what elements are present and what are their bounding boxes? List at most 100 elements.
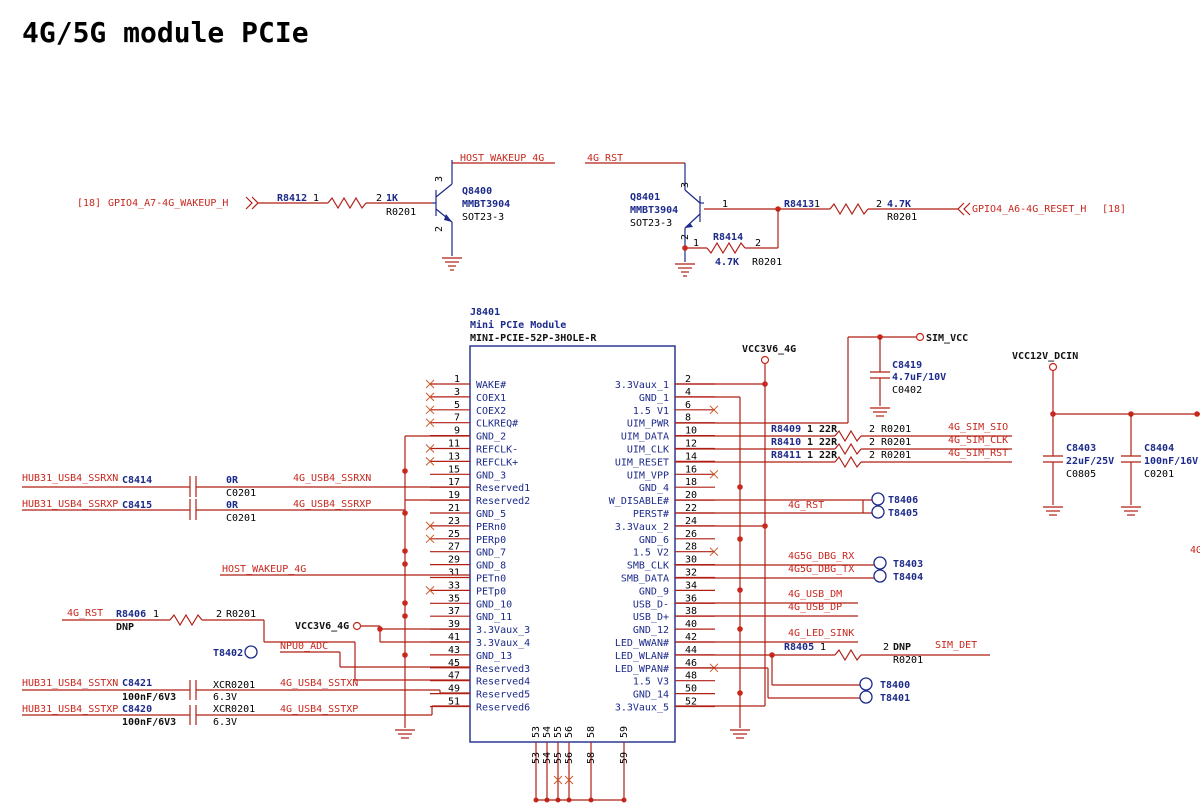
- left-ground-bus: [395, 435, 470, 739]
- pin-name: SMB_DATA: [621, 574, 669, 585]
- pin-name: PERn0: [476, 522, 506, 533]
- dbg-rx-net: 4G5G_DBG_RX: [788, 551, 854, 562]
- r8406-dnp: DNP: [116, 622, 134, 633]
- svg-text:2: 2: [876, 199, 882, 210]
- pin-number: 17: [448, 477, 460, 488]
- svg-text:2: 2: [216, 609, 222, 620]
- pin-name: COEX1: [476, 393, 506, 404]
- pin-number: 33: [448, 580, 460, 591]
- c8415-ref: C8415: [122, 500, 152, 511]
- r8414-resistor-symbol: [706, 241, 746, 255]
- pin-number: 36: [685, 593, 697, 604]
- pin-name: USB_D-: [633, 599, 669, 610]
- sim-resistors: R8409 1 22R 2 R0201 4G_SIM_SIO R8410 1 2…: [675, 422, 1012, 469]
- pin-number: 25: [448, 529, 460, 540]
- vcc12-section: VCC12V_DCIN C8403 22uF/25V C0805 C8404 1…: [1012, 351, 1200, 556]
- r8410-ref: R8410: [771, 437, 801, 448]
- pin-name: WAKE#: [476, 380, 506, 391]
- reset-net-label: 4G_RST: [587, 153, 623, 164]
- c8404-ref: C8404: [1144, 443, 1174, 454]
- svg-text:1: 1: [693, 238, 699, 249]
- npu-adc-net: NPU0_ADC: [280, 641, 328, 652]
- pin-name: PERp0: [476, 535, 506, 546]
- ground-symbol-q8400: [442, 257, 462, 271]
- usb-dp-net: 4G_USB_DP: [788, 602, 842, 613]
- pin-number: 22: [685, 503, 697, 514]
- pin-name: LED_WLAN#: [615, 651, 669, 662]
- c8414-ref: C8414: [122, 475, 152, 486]
- pin-number: 16: [685, 464, 697, 475]
- wakeup-input-net: GPIO4_A7-4G_WAKEUP_H: [108, 198, 228, 209]
- r8405-resistor-symbol: [834, 648, 862, 662]
- pin-name: GND_8: [476, 561, 506, 572]
- q8401-ref: Q8401: [630, 192, 660, 203]
- c8421-voltage: 6.3V: [213, 692, 237, 703]
- t8402-label: T8402: [213, 648, 243, 659]
- c8404-pkg: C0201: [1144, 469, 1174, 480]
- pin-name: GND_11: [476, 612, 512, 623]
- pin-name: LED_WPAN#: [615, 664, 669, 675]
- sim-rst-net: 4G_SIM_RST: [948, 448, 1008, 459]
- pin-number: 26: [685, 529, 697, 540]
- pin-name: 3.3Vaux_4: [476, 638, 530, 649]
- c8415-pkg: C0201: [226, 513, 256, 524]
- pin-number: 23: [448, 516, 460, 527]
- dbg-tx-net: 4G5G_DBG_TX: [788, 564, 854, 575]
- pin-number: 52: [685, 697, 697, 708]
- pin-name: UIM_CLK: [627, 445, 669, 456]
- c8420-value: 100nF/6V3: [122, 717, 176, 728]
- pin-name: Reserved4: [476, 677, 530, 688]
- c8420-ref: C8420: [122, 704, 152, 715]
- r8414-pkg: R0201: [752, 257, 782, 268]
- pin-number: 43: [448, 645, 460, 656]
- svg-text:1: 1: [313, 193, 319, 204]
- pin-number: 21: [448, 503, 460, 514]
- reset-input-arrow: [957, 202, 971, 216]
- pin-name: 3.3Vaux_1: [615, 380, 669, 391]
- q8400-pkg: SOT23-3: [462, 212, 504, 223]
- pin-number: 3: [454, 387, 460, 398]
- c8415-net-in: HUB31_USB4_SSRXP: [22, 499, 118, 510]
- pin-name: USB_D+: [633, 612, 669, 623]
- c8420-net-out: 4G_USB4_SSTXP: [280, 704, 358, 715]
- pin-name: GND_14: [633, 690, 669, 701]
- sim-vcc-label: SIM_VCC: [926, 333, 968, 344]
- wakeup-input-arrow: [245, 196, 259, 210]
- pin-name: 1.5 V2: [633, 548, 669, 559]
- pin-number: 30: [685, 555, 697, 566]
- q8401-part: MMBT3904: [630, 205, 678, 216]
- svg-text:2: 2: [883, 642, 889, 653]
- pin-number: 35: [448, 593, 460, 604]
- r8411-pkg: 2 R0201: [869, 450, 911, 461]
- pin-name: 3.3Vaux_3: [476, 625, 530, 636]
- pin-number: 7: [454, 413, 460, 424]
- pin-number: 24: [685, 516, 697, 527]
- vcc3v6-left-label: VCC3V6_4G: [295, 621, 349, 632]
- svg-text:1: 1: [153, 609, 159, 620]
- pin-number: 11: [448, 439, 460, 450]
- pin-number: 1: [454, 374, 460, 385]
- r8413-pkg: R0201: [887, 212, 917, 223]
- pin-name: PETn0: [476, 574, 506, 585]
- svg-text:1: 1: [820, 642, 826, 653]
- r8405-pkg: R0201: [893, 655, 923, 666]
- pin-number: 9: [454, 426, 460, 437]
- wakeup-resistor-symbol: [327, 196, 367, 210]
- pin-name: GND_12: [633, 625, 669, 636]
- r8410-pkg: 2 R0201: [869, 437, 911, 448]
- r8406-net: 4G_RST: [67, 608, 103, 619]
- pin-number: 51: [448, 697, 460, 708]
- pin-name: COEX2: [476, 406, 506, 417]
- pin-number: 56: [564, 752, 575, 764]
- svg-text:2: 2: [755, 238, 761, 249]
- pin-number: 40: [685, 619, 697, 630]
- wakeup-resistor-value: 1K: [386, 193, 398, 204]
- pin-name: 3.3Vaux_2: [615, 522, 669, 533]
- sim-vcc-section: SIM_VCC C8419 4.7uF/10V C0402: [675, 332, 968, 424]
- usb-dm-net: 4G_USB_DM: [788, 589, 842, 600]
- c8419-pkg: C0402: [892, 385, 922, 396]
- r8411-pins: 1 22R: [807, 450, 838, 461]
- pin-number: 10: [685, 426, 697, 437]
- pin-number: 49: [448, 684, 460, 695]
